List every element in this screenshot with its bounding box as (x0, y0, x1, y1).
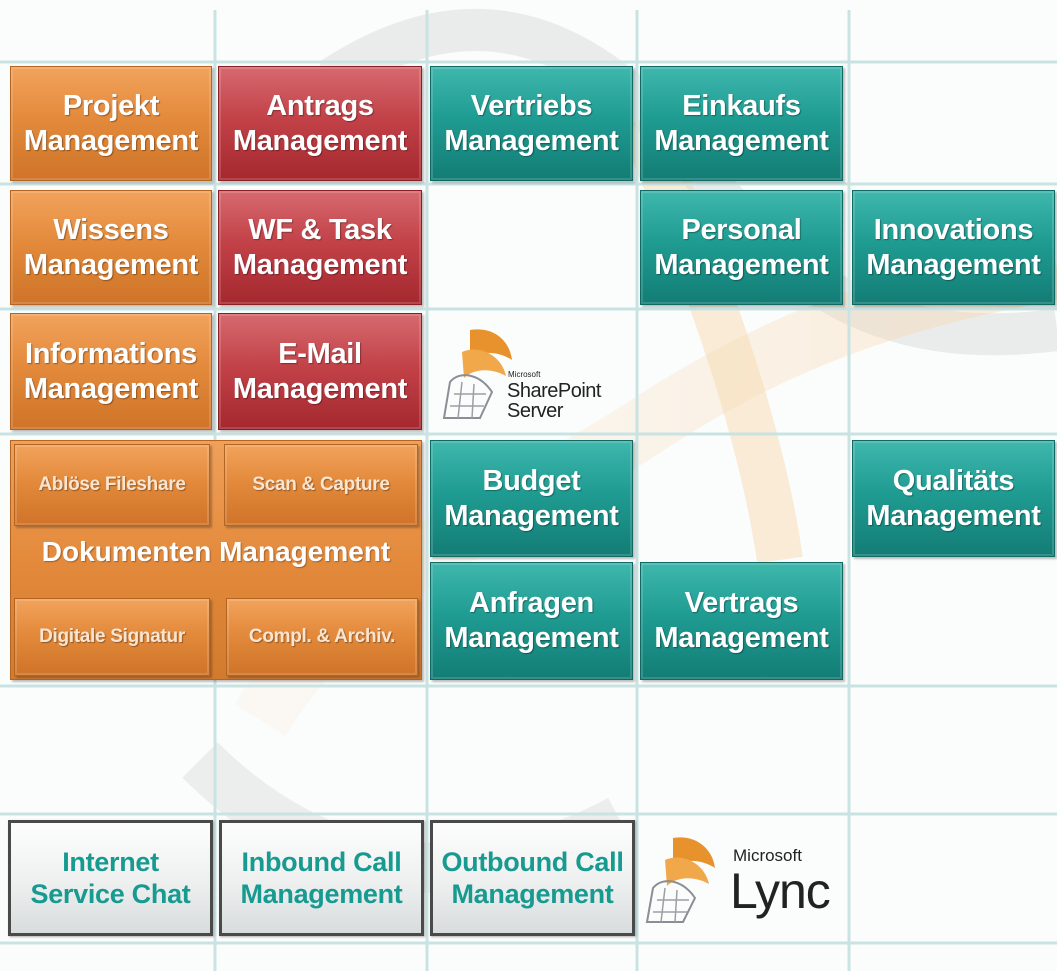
tile-label-line1: Internet (62, 846, 159, 877)
sharepoint-product-line2: Server (507, 400, 563, 422)
tile-label-line2: Management (232, 124, 408, 157)
tile-label-line1: Vertriebs (470, 89, 593, 122)
tile-label-line2: Management (232, 248, 408, 281)
tile-label-line2: Management (866, 248, 1041, 281)
tile-label-line1: Personal (681, 213, 802, 246)
tile-label-line1: Informations (24, 337, 197, 370)
tile-label-line2: Management (444, 499, 619, 532)
tile-label-line2: Management (654, 622, 829, 654)
tile-label-line2: Management (451, 879, 614, 909)
sharepoint-logo-icon (442, 329, 512, 419)
tile-label-line1: Innovations (873, 213, 1034, 246)
tile-label-line1: Inbound Call (241, 846, 402, 877)
tile-label-line2: Management (23, 124, 199, 157)
tile-label-line2: Management (23, 372, 199, 405)
tile-label-line2: Service Chat (30, 879, 191, 909)
lync-vendor: Microsoft (733, 846, 802, 865)
tile-label-line1: Vertrags (684, 587, 799, 620)
sharepoint-product-line1: SharePoint (507, 380, 601, 402)
tile-label-line2: Management (654, 124, 829, 157)
tile-label-line1: Antrags (266, 89, 374, 122)
lync-product: Lync (730, 863, 831, 919)
tile-label-line1: Budget (482, 464, 581, 497)
tile-label-line2: Management (654, 248, 829, 281)
tile-scan-capture: Scan & Capture (224, 444, 418, 526)
tile-label-line1: Einkaufs (682, 89, 801, 122)
tile-label: Ablöse Fileshare (38, 473, 186, 495)
tile-label-line1: Outbound Call (441, 846, 624, 877)
tile-label-line2: Management (240, 879, 403, 909)
tile-label-line1: Projekt (62, 89, 160, 122)
tile-label: Scan & Capture (252, 473, 390, 495)
tile-digitale-signatur: Digitale Signatur (14, 598, 210, 676)
tile-label-line1: Qualitäts (892, 464, 1015, 497)
tile-compl-archiv: Compl. & Archiv. (226, 598, 418, 676)
tile-label-line2: Management (232, 372, 408, 405)
tile-label-line2: Management (23, 248, 199, 281)
sharepoint-vendor: Microsoft (508, 370, 541, 379)
lync-logo-icon (645, 837, 715, 923)
tile-label-line2: Management (444, 124, 619, 157)
tile-label-line1: WF & Task (248, 213, 392, 246)
tile-label-line2: Management (444, 622, 619, 654)
tile-label-line2: Management (866, 499, 1041, 532)
tile-abloese-fileshare: Ablöse Fileshare (14, 444, 210, 526)
tile-label-line1: Wissens (53, 213, 169, 246)
tile-label-line1: Anfragen (469, 587, 594, 620)
tile-label-line1: E-Mail (278, 337, 362, 370)
dokumenten-management-title: Dokumenten Management (41, 536, 391, 567)
tile-label: Compl. & Archiv. (248, 625, 396, 647)
tile-label: Digitale Signatur (39, 625, 185, 647)
